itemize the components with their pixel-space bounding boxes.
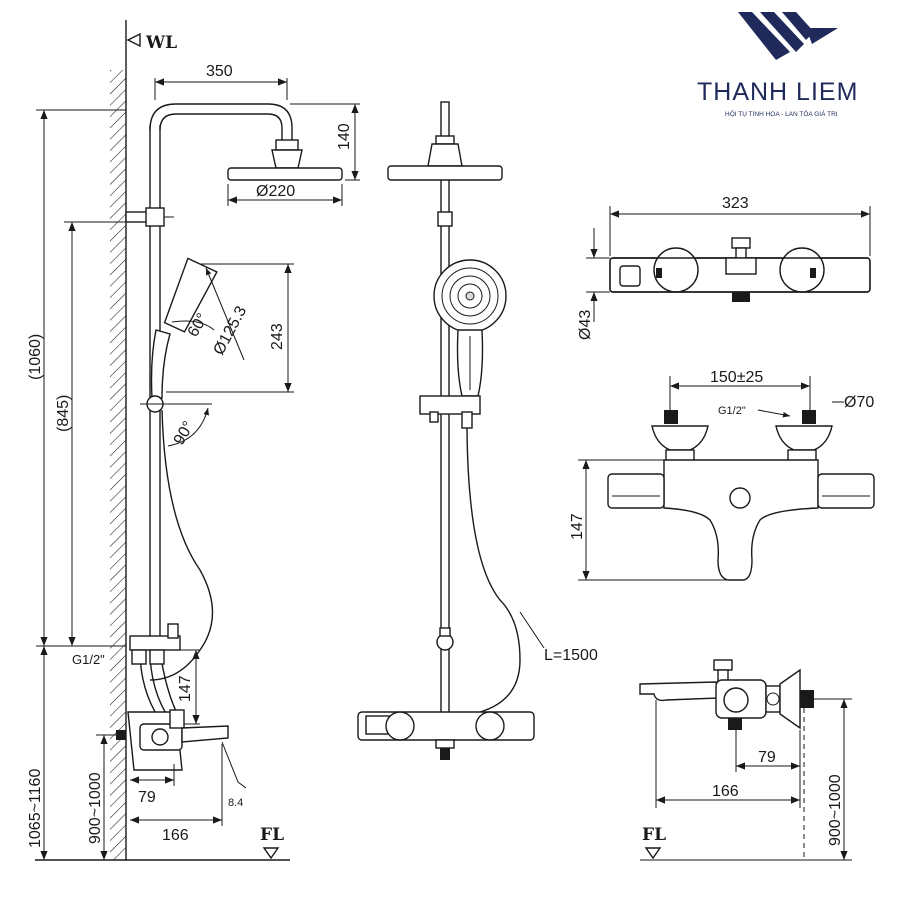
dim-hand-height: 243: [269, 323, 286, 350]
dim-mixer-centers: 150±25: [710, 369, 763, 386]
dim-mixer-width: 323: [722, 195, 749, 212]
mixer-top-view: 323 Ø43: [577, 195, 871, 340]
inlet-left: [131, 649, 147, 665]
side-view: WL: [27, 20, 360, 861]
dim-spout-range: 900~1000: [87, 772, 104, 844]
wall-level-icon: [126, 32, 141, 48]
brand-name: THANH LIEM: [697, 78, 858, 106]
dim-mixer-front-height: 147: [569, 513, 586, 540]
dim-mount-range: 1065~1160: [27, 769, 44, 848]
dim-spout-angle: 8.4: [228, 797, 243, 809]
brand-logo: THANH LIEM HỘI TỤ TINH HOA - LAN TỎA GIÁ…: [697, 12, 858, 118]
wall-level-label: WL: [145, 33, 177, 53]
label-mixer-thread: G1/2": [718, 405, 746, 417]
front-view: L=1500: [357, 101, 598, 760]
dim-arm-length: 350: [206, 63, 233, 80]
dim-holder-angle: 90°: [171, 419, 198, 448]
rain-head-front: [387, 165, 503, 181]
dim-spout-side-166: 166: [712, 783, 739, 800]
dim-hand-diameter: Ø125.3: [211, 303, 251, 357]
dim-spout-79: 79: [138, 789, 156, 806]
label-inlet-thread: G1/2": [72, 652, 105, 667]
rain-head-side: [227, 167, 343, 181]
wall-hatch: [110, 70, 126, 860]
dim-bar-height: (845): [55, 395, 72, 432]
dim-spout-side-79: 79: [758, 749, 776, 766]
dim-mixer-diameter: Ø43: [577, 310, 594, 340]
dim-flange-diameter: Ø70: [844, 394, 874, 411]
floor-level-icon-right: [644, 847, 662, 860]
dim-spout-side-range: 900~1000: [827, 774, 844, 846]
brand-mark-icon: [738, 12, 838, 60]
dim-head-diameter: Ø220: [256, 183, 295, 200]
floor-level-icon: [262, 847, 280, 860]
spout-body: [639, 681, 721, 702]
spout-side-view: 79 166 900~1000 FL: [639, 659, 852, 861]
floor-level-label: FL: [260, 825, 284, 845]
dim-arm-drop: 140: [336, 123, 353, 150]
label-hose-length: L=1500: [544, 647, 598, 664]
dim-spout-166: 166: [162, 827, 189, 844]
dim-mixer-height: 147: [177, 675, 194, 702]
mixer-body-front: [663, 459, 819, 581]
brand-tagline: HỘI TỤ TINH HOA - LAN TỎA GIÁ TRỊ: [725, 109, 838, 118]
dim-total-height: (1060): [27, 334, 44, 380]
mixer-front-view: 150±25 Ø70 G1/2" 147: [569, 369, 875, 581]
hand-shower-side: [150, 257, 218, 399]
floor-level-label-right: FL: [642, 825, 666, 845]
